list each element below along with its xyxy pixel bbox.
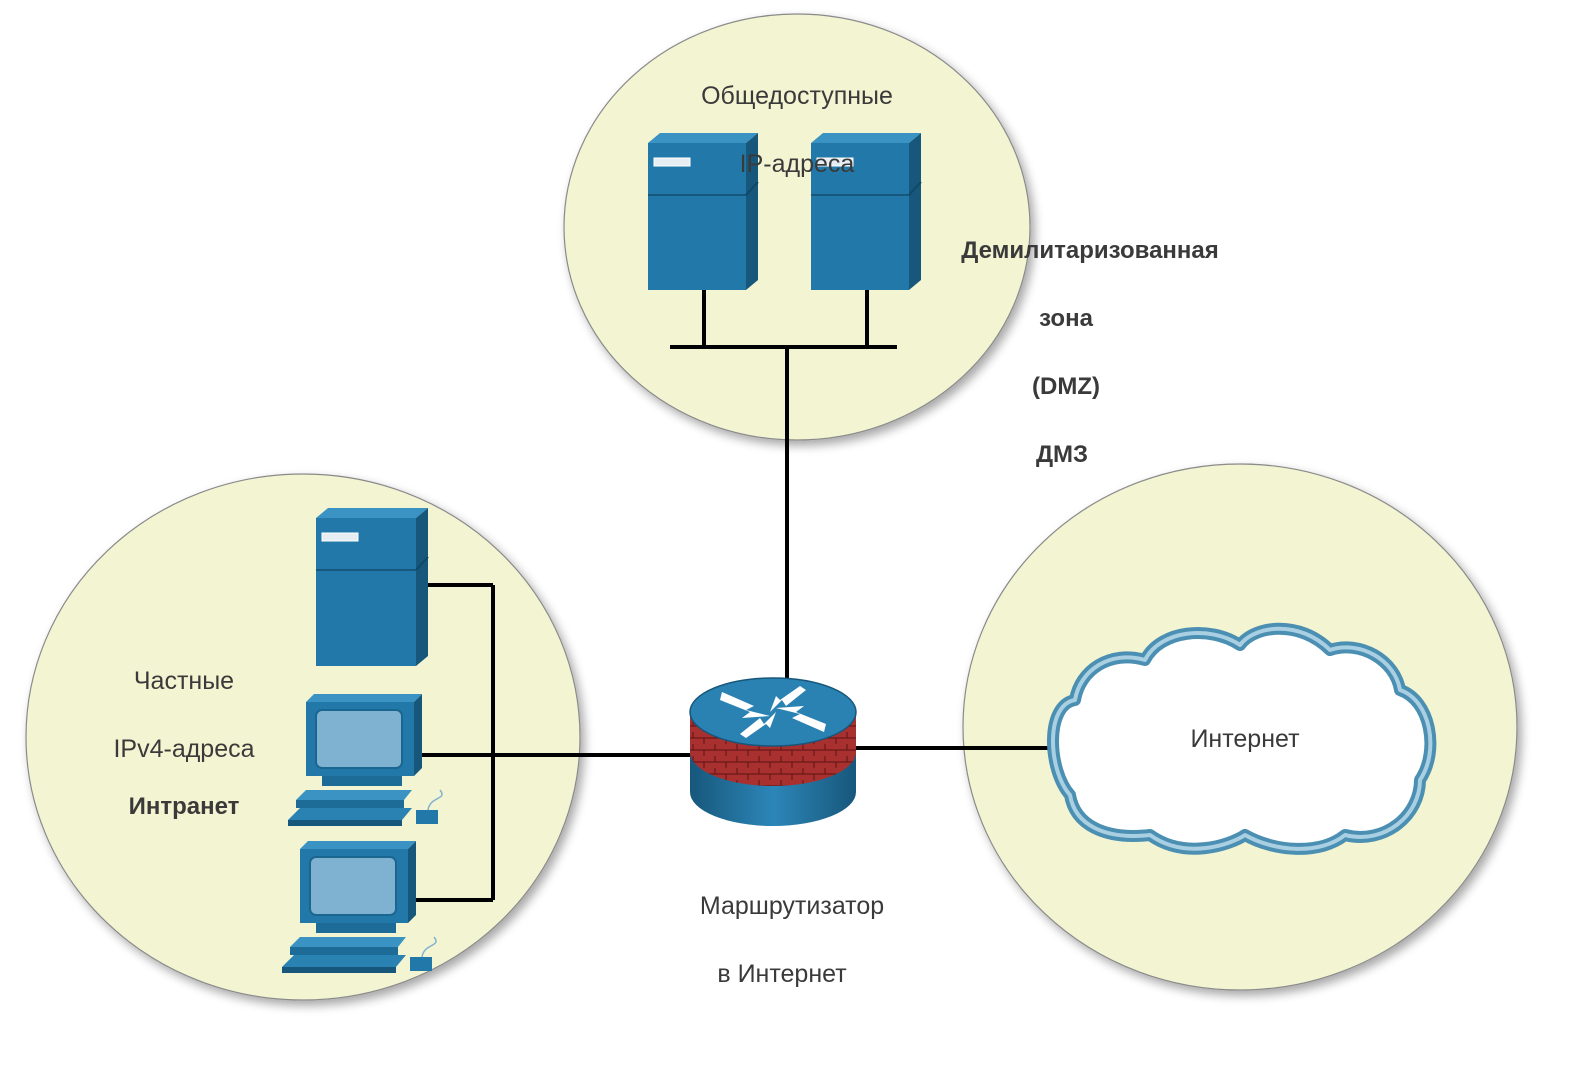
router-firewall [689,677,857,826]
intranet-caption-line1: Частные [133,667,235,695]
intranet-pc-2 [282,841,437,973]
intranet-server [316,508,429,666]
router-arrows-icon [720,686,826,738]
dmz-public-ip-label: Общедоступные IP-адреса [664,45,930,215]
intranet-title: Интранет [128,793,240,820]
intranet-zone [25,473,581,1001]
internet-cloud-label: Интернет [1190,725,1300,753]
network-links [416,290,1057,902]
dmz-zone [563,13,1031,441]
dmz-title: Демилитаризованная зона (DMZ) ДМЗ [940,200,1240,506]
intranet-pc-1 [288,694,443,826]
dmz-title-line4: ДМЗ [1035,441,1089,468]
dmz-server-2 [811,133,922,290]
router-label-line1: Маршрутизатор [699,892,885,920]
dmz-caption-line1: Общедоступные [701,82,893,110]
intranet-caption-line2: IPv4-адреса [113,735,255,763]
router-label-line2: в Интернет [717,960,847,988]
router-label: Маршрутизатор в Интернет [672,855,912,1025]
intranet-private-ip-label: Частные IPv4-адреса [84,630,284,800]
dmz-caption-line2: IP-адреса [739,150,855,178]
dmz-title-line2: зона [1039,305,1093,332]
dmz-server-1 [648,133,759,290]
dmz-title-line3: (DMZ) [1032,373,1100,400]
internet-cloud-icon [1047,622,1437,855]
dmz-title-line1: Демилитаризованная [961,237,1219,264]
